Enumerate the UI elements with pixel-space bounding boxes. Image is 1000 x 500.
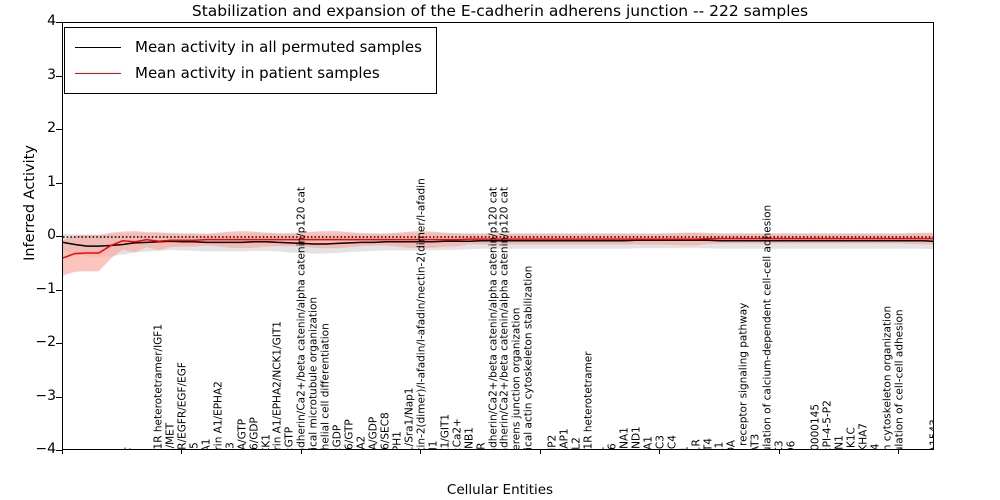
- x-tick-mark: [181, 450, 183, 454]
- legend-swatch-patient: [75, 72, 121, 74]
- y-tick-label: −4: [35, 441, 56, 457]
- y-tick-label: 1: [47, 173, 56, 190]
- x-tick-mark: [62, 450, 63, 454]
- y-tick-label: 3: [47, 66, 56, 83]
- chart-title: Stabilization and expansion of the E-cad…: [191, 2, 809, 20]
- x-axis-ticks: [62, 450, 934, 500]
- y-tick-mark: [56, 236, 62, 237]
- x-tick-mark: [420, 450, 422, 454]
- x-axis-label: Cellular Entities: [446, 482, 554, 498]
- x-tick-mark: [539, 450, 541, 454]
- y-tick-mark: [56, 75, 62, 77]
- permuted-mean-line: [63, 239, 933, 247]
- chart-legend: Mean activity in all permuted samples Me…: [64, 27, 437, 94]
- x-tick-mark: [898, 450, 900, 454]
- y-tick-mark: [56, 343, 62, 344]
- y-tick-mark: [56, 182, 62, 184]
- x-tick-mark: [659, 450, 661, 454]
- series-canvas: [63, 231, 933, 276]
- y-tick-label: 4: [47, 13, 56, 29]
- legend-item[interactable]: Mean activity in all permuted samples: [75, 34, 422, 60]
- y-tick-label: 2: [47, 120, 56, 136]
- x-tick-mark: [778, 450, 780, 454]
- y-tick-mark: [56, 450, 62, 451]
- y-tick-mark: [56, 289, 62, 291]
- y-tick-mark: [56, 396, 62, 398]
- patient-mean-line: [63, 237, 933, 259]
- x-tick-mark: [300, 450, 302, 454]
- y-tick-label: 0: [47, 227, 56, 243]
- legend-label-patient: Mean activity in patient samples: [135, 64, 380, 82]
- y-tick-label: −2: [35, 334, 56, 350]
- y-tick-label: −3: [35, 387, 56, 404]
- legend-item[interactable]: Mean activity in patient samples: [75, 60, 422, 86]
- patient-confidence-band: [63, 231, 933, 276]
- legend-swatch-permuted: [75, 46, 121, 48]
- y-tick-mark: [56, 129, 62, 130]
- y-tick-label: −1: [35, 280, 56, 297]
- legend-label-permuted: Mean activity in all permuted samples: [135, 38, 422, 56]
- y-tick-mark: [56, 22, 62, 23]
